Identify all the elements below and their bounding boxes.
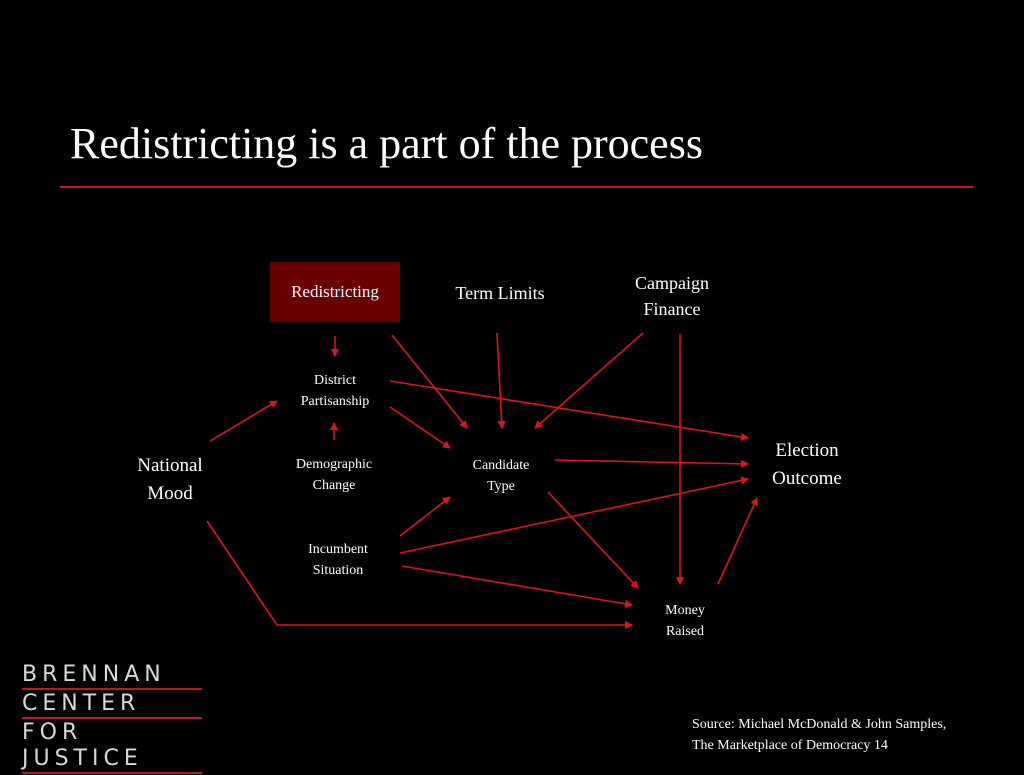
arrow-redistricting-to-candidate-type: [391, 334, 468, 429]
node-label-line: Partisanship: [300, 394, 370, 409]
node-label-line: Campaign: [635, 273, 709, 293]
arrow-national-mood-to-money-raised: [206, 520, 633, 629]
node-election-outcome: Election Outcome: [752, 437, 862, 492]
brennan-center-logo: BRENNAN CENTER FOR JUSTICE: [22, 662, 202, 775]
logo-line: CENTER: [22, 691, 141, 716]
arrow-candidate-type-to-money-raised: [547, 491, 639, 589]
node-label-line: District: [314, 373, 356, 388]
node-campaign-finance: Campaign Finance: [612, 270, 732, 322]
arrow-incumbent-situation-to-money-raised: [401, 565, 633, 608]
logo-line: BRENNAN: [22, 662, 166, 687]
node-label-line: Incumbent: [308, 542, 368, 557]
node-candidate-type: Candidate Type: [456, 455, 546, 497]
source-citation: Source: Michael McDonald & John Samples,…: [692, 714, 946, 756]
node-label-line: Demographic: [295, 457, 373, 472]
node-redistricting: Redistricting: [270, 262, 400, 322]
node-label-line: Money: [665, 603, 705, 618]
node-term-limits-label: Term Limits: [455, 283, 545, 303]
node-label-line: Mood: [147, 482, 193, 504]
node-label-line: Election: [775, 440, 839, 461]
node-redistricting-label: Redistricting: [291, 282, 379, 302]
node-demographic-change: Demographic Change: [274, 454, 394, 496]
arrow-money-raised-to-election-outcome: [717, 497, 758, 585]
node-label-line: Situation: [312, 563, 364, 578]
node-label-line: Raised: [665, 624, 705, 639]
arrow-district-partisanship-to-election-outcome: [389, 380, 749, 441]
node-money-raised: Money Raised: [640, 600, 730, 642]
title-divider: [60, 186, 973, 188]
arrow-term-limits-to-candidate-type: [496, 332, 506, 429]
node-term-limits: Term Limits: [440, 282, 560, 305]
logo-divider: [22, 688, 202, 690]
arrow-incumbent-situation-to-candidate-type: [399, 496, 451, 537]
node-label-line: National: [137, 455, 203, 476]
node-label-line: Type: [487, 479, 515, 494]
logo-divider: [22, 772, 202, 774]
node-incumbent-situation: Incumbent Situation: [283, 539, 393, 581]
arrow-incumbent-situation-to-election-outcome: [399, 476, 749, 554]
source-line: Source: Michael McDonald & John Samples,: [692, 717, 947, 732]
slide-title: Redistricting is a part of the process: [70, 119, 703, 168]
arrow-district-partisanship-to-candidate-type: [389, 406, 451, 449]
node-label-line: Candidate: [472, 458, 530, 473]
node-label-line: Outcome: [772, 467, 842, 489]
arrow-campaign-finance-to-candidate-type: [534, 332, 644, 429]
node-label-line: Finance: [643, 299, 701, 320]
node-label-line: Change: [312, 478, 356, 493]
arrow-national-mood-to-district-partisanship: [209, 400, 278, 442]
logo-line: FOR JUSTICE: [22, 720, 143, 771]
logo-divider: [22, 717, 202, 719]
source-line: The Marketplace of Democracy 14: [692, 738, 888, 753]
node-national-mood: National Mood: [120, 452, 220, 507]
node-district-partisanship: District Partisanship: [280, 370, 390, 412]
arrow-candidate-type-to-election-outcome: [554, 459, 749, 468]
